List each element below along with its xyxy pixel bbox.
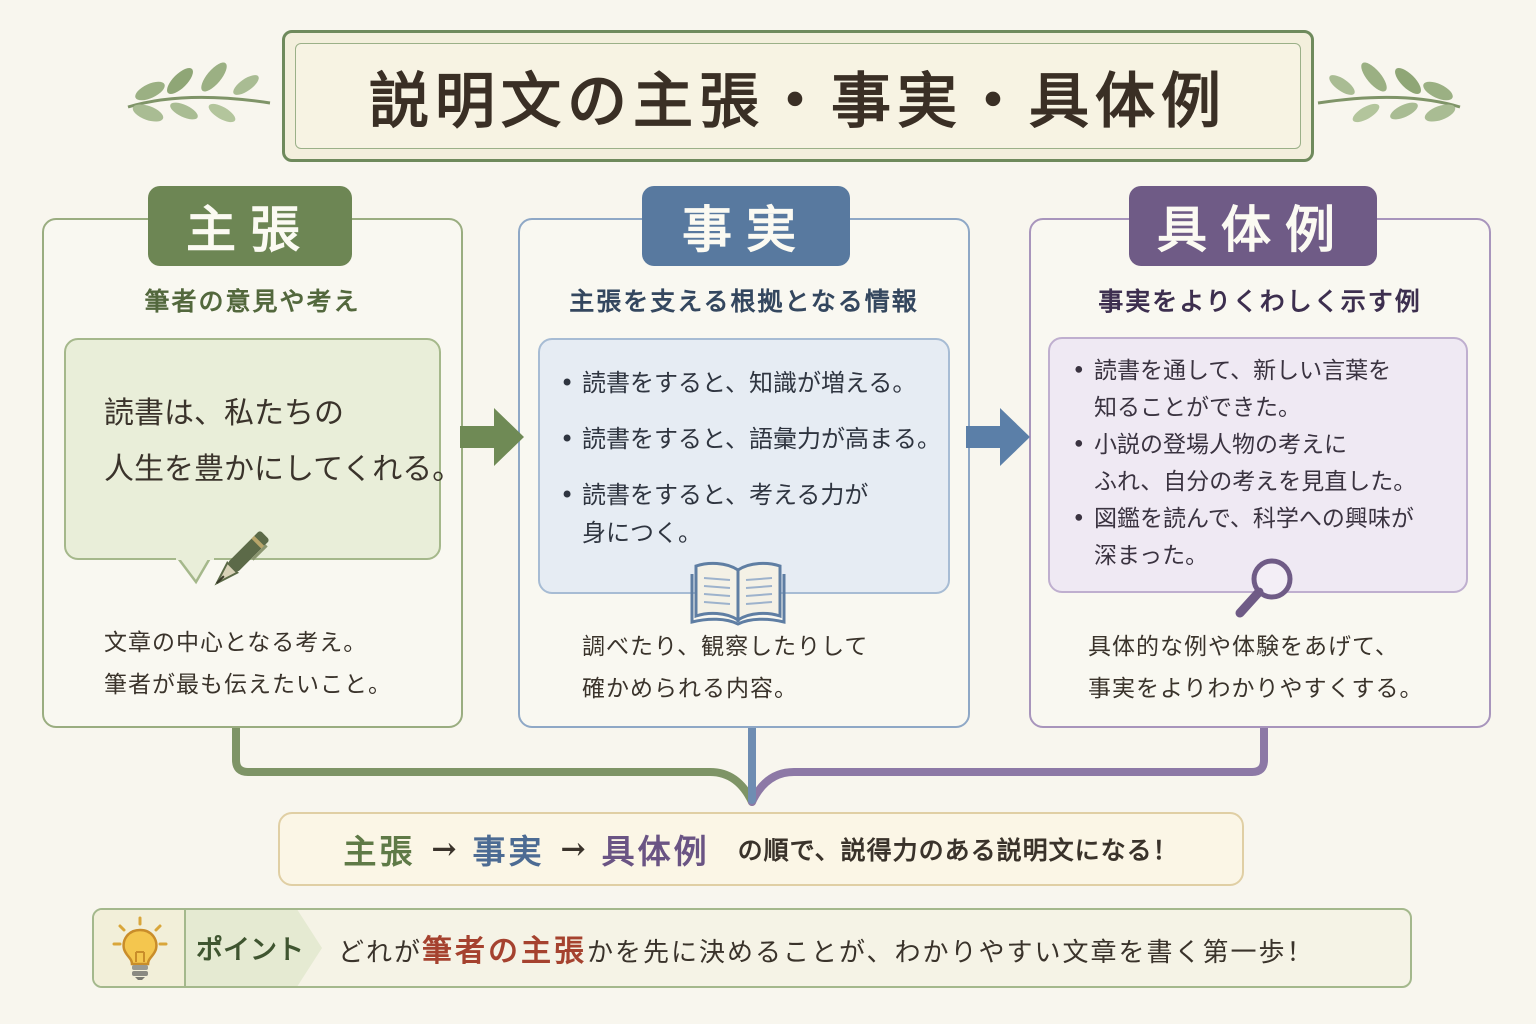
example-subtitle: 事実をよりくわしく示す例 (1098, 287, 1422, 316)
example-list: 読書を通して、新しい言葉を 知ることができた。 小説の登場人物の考えに ふれ、自… (1072, 353, 1462, 575)
example-item-line: 図鑑を読んで、科学への興味が (1094, 506, 1414, 532)
claim-tab: 主張 (148, 186, 352, 266)
light-bulb-icon (112, 916, 168, 980)
title-frame: 説明文の主張・事実・具体例 (282, 30, 1314, 162)
claim-description-line: 文章の中心となる考え。 (104, 630, 368, 656)
summary-fact: 事実 (472, 832, 545, 871)
example-description-line: 具体的な例や体験をあげて、 (1088, 634, 1399, 660)
claim-description-line: 筆者が最も伝えたいこと。 (104, 672, 392, 698)
summary-claim: 主張 (343, 832, 416, 871)
claim-bubble-line: 人生を豊かにしてくれる。 (104, 452, 463, 487)
summary-arrow: → (560, 831, 586, 867)
magnifier-icon (1235, 558, 1293, 618)
example-description: 具体的な例や体験をあげて、 事実をよりわかりやすくする。 (1088, 626, 1424, 710)
point-label: ポイント (196, 935, 304, 966)
claim-speech-bubble (64, 338, 441, 560)
point-label-background (186, 910, 322, 986)
fact-tab: 事実 (642, 186, 850, 266)
summary-tail: の順で、説得力のある説明文になる！ (737, 836, 1179, 865)
claim-description: 文章の中心となる考え。 筆者が最も伝えたいこと。 (104, 622, 392, 706)
fact-item-line: 読書をすると、知識が増える。 (582, 369, 917, 397)
claim-subtitle: 筆者の意見や考え (144, 287, 361, 316)
pen-icon (214, 531, 269, 586)
fact-description: 調べたり、観察したりして 確かめられる内容。 (582, 626, 868, 710)
example-description-line: 事実をよりわかりやすくする。 (1088, 676, 1424, 702)
speech-bubble-tail (176, 556, 214, 585)
fact-item-line: 身につく。 (582, 519, 702, 547)
fact-item: 読書をすると、考える力が 身につく。 (560, 476, 950, 552)
title-inner-frame: 説明文の主張・事実・具体例 (295, 43, 1301, 149)
arrow-fact-to-example-icon (966, 408, 1030, 466)
example-item-line: 深まった。 (1094, 543, 1209, 569)
example-item: 図鑑を読んで、科学への興味が 深まった。 (1072, 501, 1462, 575)
fact-description-line: 調べたり、観察したりして (582, 634, 869, 660)
point-text-after: かを先に決めることが、わかりやすい文章を書く第一歩！ (587, 938, 1315, 968)
fact-item-line: 読書をすると、語彙力が高まる。 (582, 425, 942, 453)
example-item-line: 小説の登場人物の考えに (1094, 432, 1347, 458)
fact-item: 読書をすると、知識が増える。 (560, 364, 950, 402)
open-book-icon (690, 561, 786, 626)
summary-arrow: → (431, 831, 457, 867)
right-leaf-sprig-icon (1317, 62, 1461, 123)
example-tab: 具体例 (1129, 186, 1377, 266)
example-item-line: ふれ、自分の考えを見直した。 (1094, 469, 1417, 495)
claim-bubble-text: 読書は、私たちの 人生を豊かにしてくれる。 (104, 386, 462, 498)
claim-bubble-line: 読書は、私たちの (104, 396, 344, 431)
fact-subtitle: 主張を支える根拠となる情報 (569, 287, 919, 316)
point-emphasis: 筆者の主張 (422, 934, 588, 969)
fact-item: 読書をすると、語彙力が高まる。 (560, 420, 950, 458)
point-text: どれが筆者の主張かを先に決めることが、わかりやすい文章を書く第一歩！ (338, 926, 1315, 970)
point-text-before: どれが (338, 938, 423, 968)
fact-item-line: 読書をすると、考える力が (582, 481, 869, 509)
example-item: 小説の登場人物の考えに ふれ、自分の考えを見直した。 (1072, 427, 1462, 501)
example-item-line: 読書を通して、新しい言葉を (1094, 358, 1392, 384)
fact-description-line: 確かめられる内容。 (582, 676, 798, 702)
fact-list: 読書をすると、知識が増える。 読書をすると、語彙力が高まる。 読書をすると、考え… (560, 364, 950, 570)
arrow-claim-to-fact-icon (460, 408, 524, 466)
summary-box: 主張 → 事実 → 具体例 の順で、説得力のある説明文になる！ (278, 812, 1244, 886)
page-title: 説明文の主張・事実・具体例 (369, 66, 1227, 137)
summary-example: 具体例 (601, 832, 710, 871)
left-leaf-sprig-icon (127, 62, 271, 123)
example-item-line: 知ることができた。 (1094, 395, 1301, 421)
example-item: 読書を通して、新しい言葉を 知ることができた。 (1072, 353, 1462, 427)
